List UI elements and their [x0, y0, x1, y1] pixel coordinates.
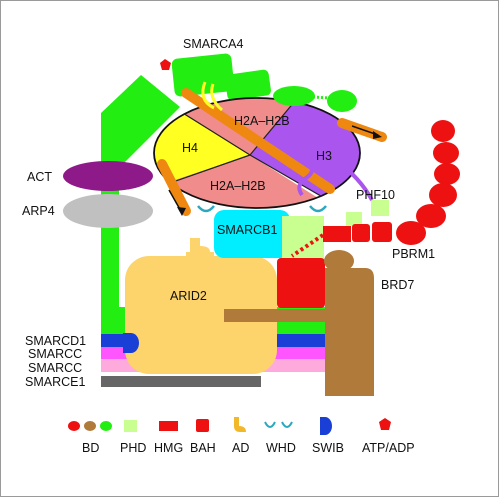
- legend-whd-icon-2: [281, 421, 293, 428]
- smarce1-bar: [101, 376, 261, 387]
- phf10-phd-1: [346, 212, 362, 226]
- label-smarca4: SMARCA4: [183, 37, 243, 51]
- pbrm1-bromodomains: [396, 120, 460, 245]
- swib-domain: [123, 333, 139, 353]
- label-smarcc-2: SMARCC: [28, 361, 82, 375]
- dna-strand: [181, 88, 335, 194]
- pbrm1-dotted-link: [290, 233, 325, 258]
- arp4-shape: [63, 194, 153, 228]
- legend-swib-icon: [320, 417, 332, 435]
- label-smarce1: SMARCE1: [25, 375, 85, 389]
- act-shape: [63, 161, 153, 191]
- label-pbrm1: PBRM1: [392, 247, 435, 261]
- smarca4-bd-1: [273, 86, 315, 106]
- histone-tail-purple: [297, 138, 315, 197]
- brd7-shape: [224, 268, 374, 396]
- h2a-h2b-top-sector-2: [220, 98, 360, 155]
- atpase-arm: [101, 75, 180, 168]
- phf10-phd-2: [371, 200, 389, 216]
- legend-phd-icon: [124, 420, 137, 432]
- translocation-arrow-left: [157, 159, 191, 216]
- label-arp4: ARP4: [22, 204, 55, 218]
- label-h3: H3: [316, 149, 332, 163]
- translocation-arrow-right: [337, 118, 387, 142]
- pbrm1-bd-4: [434, 163, 460, 185]
- pbrm1-bah-2: [352, 224, 370, 242]
- histone-tail-yellow-2: [210, 83, 224, 112]
- legend-bd-red-icon: [68, 421, 80, 431]
- legend-label-bd: BD: [82, 441, 99, 455]
- pbrm1-bah-3: [372, 222, 392, 242]
- histone-tail-yellow: [201, 81, 215, 110]
- pbrm1-bd-6: [431, 120, 455, 142]
- pbrm1-bd-1: [396, 221, 426, 245]
- label-smarcc-1: SMARCC: [28, 347, 82, 361]
- label-arid2: ARID2: [170, 289, 207, 303]
- arid2-block: [125, 256, 277, 374]
- legend-label-bah: BAH: [190, 441, 216, 455]
- legend-label-whd: WHD: [266, 441, 296, 455]
- legend-ad-icon: [234, 417, 246, 432]
- legend-label-atp-adp: ATP/ADP: [362, 441, 415, 455]
- label-smarcd1: SMARCD1: [25, 334, 86, 348]
- pbrm1-bd-2: [416, 204, 446, 228]
- label-h2a-h2b-bottom: H2A–H2B: [210, 179, 266, 193]
- legend-label-ad: AD: [232, 441, 249, 455]
- legend-label-swib: SWIB: [312, 441, 344, 455]
- pbrm1-bah-1: [323, 226, 351, 242]
- label-phf10: PHF10: [356, 188, 395, 202]
- label-brd7: BRD7: [381, 278, 414, 292]
- hmg-block: [277, 258, 325, 308]
- whd-domain-right: [309, 205, 327, 213]
- smarcb1-block: [214, 210, 290, 258]
- smarca4-bd-2: [327, 90, 357, 112]
- atpase-head: [171, 53, 235, 97]
- legend-label-hmg: HMG: [154, 441, 183, 455]
- nucleosome-outline: [153, 97, 361, 209]
- legend-hmg-icon: [159, 421, 178, 431]
- legend-bd-green-icon: [100, 421, 112, 431]
- label-smarcb1: SMARCB1: [217, 223, 277, 237]
- legend-bd-brown-icon: [84, 421, 96, 431]
- legend: BD PHD HMG BAH AD WHD SWIB ATP/ADP: [68, 417, 415, 455]
- legend-atp-adp-icon: [379, 418, 391, 430]
- legend-bah-icon: [196, 419, 209, 432]
- pbrm1-bd-3: [429, 183, 457, 207]
- ad-domain: [186, 238, 214, 258]
- label-h4: H4: [182, 141, 198, 155]
- whd-domain-left: [197, 205, 215, 213]
- label-h2a-h2b-top: H2A–H2B: [234, 114, 290, 128]
- legend-label-phd: PHD: [120, 441, 146, 455]
- pbrm1-bd-5: [433, 142, 459, 164]
- brd7-bd: [324, 250, 354, 272]
- atpase-neck: [225, 69, 271, 101]
- smarca4-dotted-link: [312, 95, 329, 100]
- histone-tail-purple-2: [334, 158, 374, 201]
- atp-adp-marker: [160, 59, 171, 70]
- label-act: ACT: [27, 170, 52, 184]
- legend-whd-icon: [264, 421, 276, 428]
